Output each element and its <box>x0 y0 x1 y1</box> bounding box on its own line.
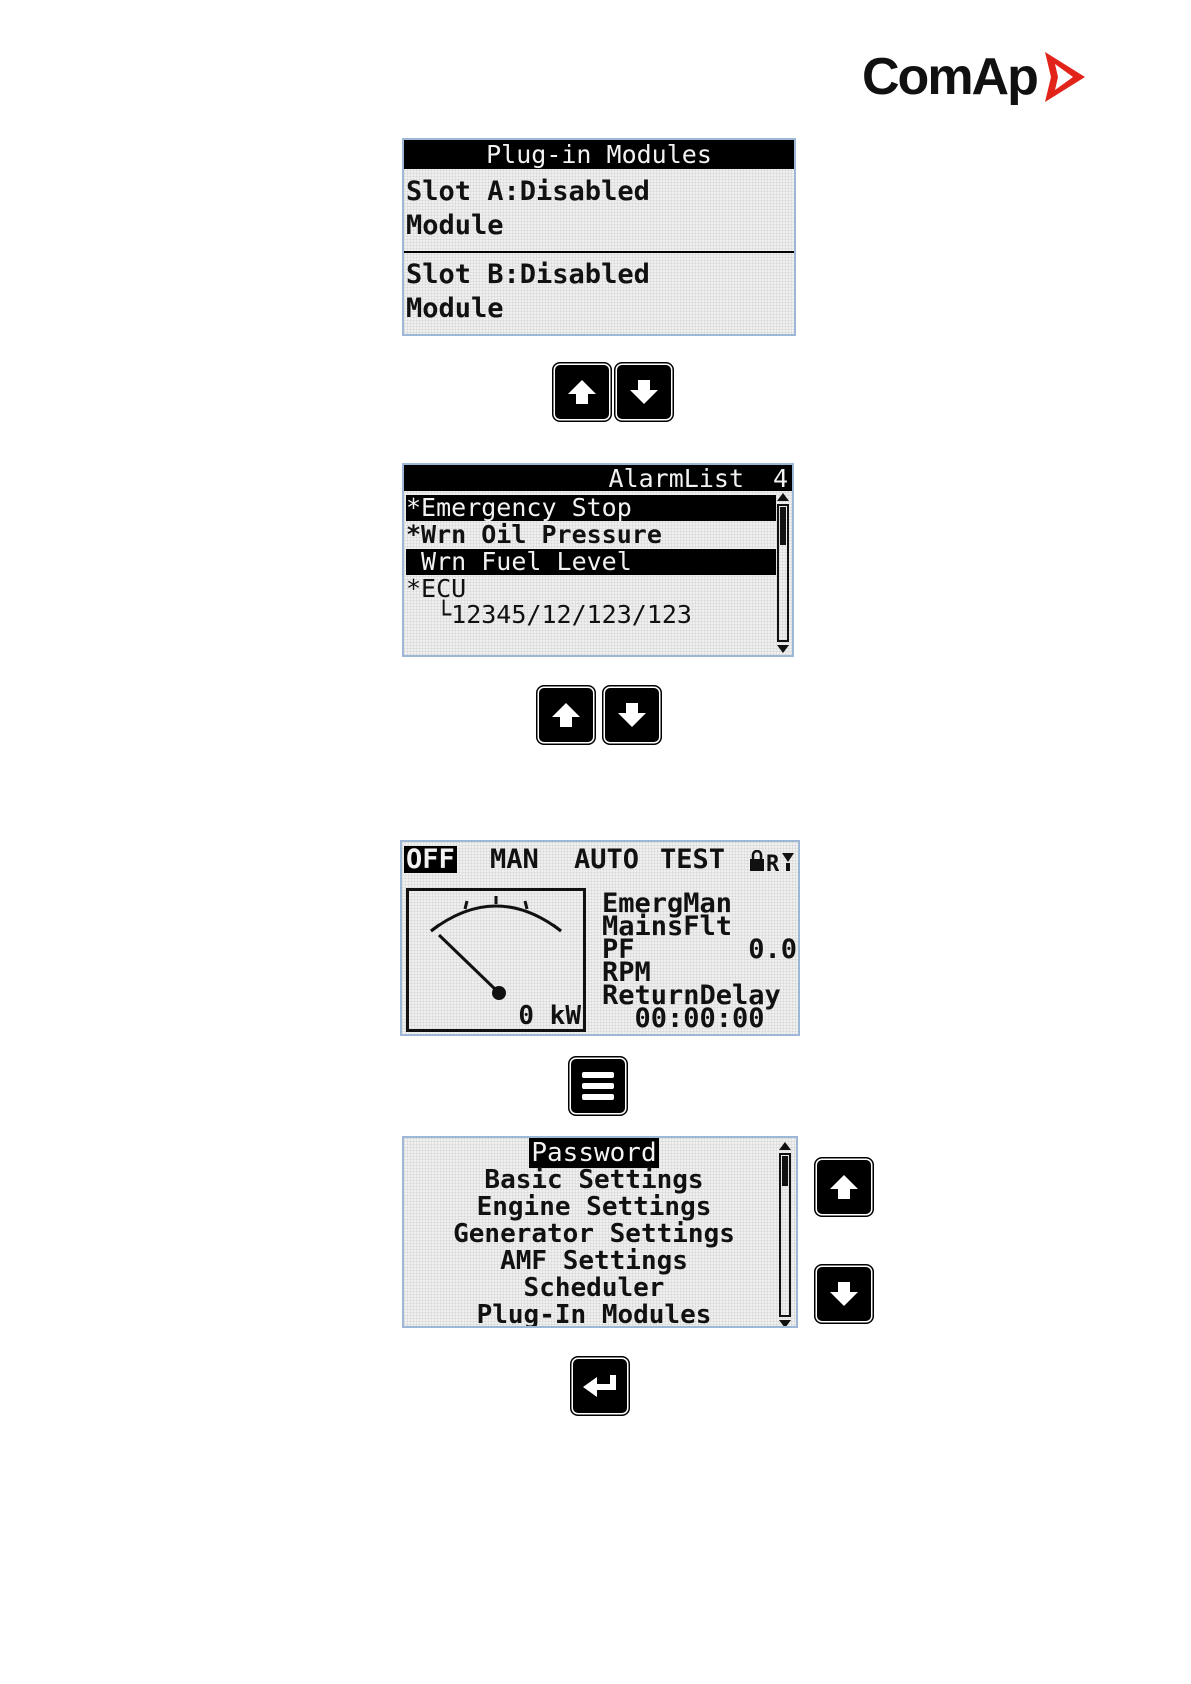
menu-item-generator-settings[interactable]: Generator Settings <box>453 1219 735 1249</box>
alarm-item[interactable]: *ECU <box>406 574 467 603</box>
gauge-value: 0 kW <box>518 1001 581 1031</box>
lock-remote-icon: R <box>750 850 794 874</box>
menu-button[interactable] <box>571 1059 625 1113</box>
down-button[interactable] <box>617 365 671 419</box>
slot-b-module: Module <box>406 293 504 324</box>
up-button[interactable] <box>539 688 593 742</box>
arrow-up-icon <box>830 1175 858 1199</box>
plugin-modules-screen: Plug-in Modules Slot A:Disabled Module S… <box>402 138 796 336</box>
enter-icon <box>583 1375 616 1397</box>
menu-item-engine-settings[interactable]: Engine Settings <box>476 1192 712 1222</box>
up-button[interactable] <box>817 1160 871 1214</box>
status-line: MainsFlt <box>602 911 733 942</box>
slot-a-status: Slot A:Disabled <box>406 176 650 207</box>
divider <box>404 251 794 253</box>
alarm-item[interactable]: *Wrn Oil Pressure <box>406 520 662 549</box>
menu-item-scheduler[interactable]: Scheduler <box>523 1273 665 1303</box>
power-gauge: 0 kW <box>406 888 586 1032</box>
down-button[interactable] <box>605 688 659 742</box>
logo-arrow-icon <box>1044 52 1085 102</box>
menu-item-basic-settings[interactable]: Basic Settings <box>484 1165 704 1195</box>
settings-menu-screen: Password Basic Settings Engine Settings … <box>402 1136 798 1328</box>
arrow-up-icon <box>568 380 596 404</box>
down-button[interactable] <box>817 1267 871 1321</box>
alarm-list-screen: AlarmList 4 *Emergency Stop *Wrn Oil Pre… <box>402 463 794 657</box>
menu-item-amf-settings[interactable]: AMF Settings <box>500 1246 688 1276</box>
comap-logo: ComAp <box>862 42 1102 112</box>
pf-readout: PF 0.00 <box>602 934 800 965</box>
slot-a-module: Module <box>406 210 504 241</box>
up-button[interactable] <box>555 365 609 419</box>
return-delay-label: ReturnDelay <box>602 980 781 1011</box>
logo-text: ComAp <box>862 48 1039 106</box>
slot-b-status: Slot B:Disabled <box>406 259 650 290</box>
enter-button[interactable] <box>573 1359 627 1413</box>
scrollbar[interactable] <box>776 493 790 653</box>
mode-test[interactable]: TEST <box>660 844 726 875</box>
mode-auto[interactable]: AUTO <box>574 844 640 875</box>
menu-icon <box>582 1072 614 1100</box>
mode-off[interactable]: OFF <box>404 844 457 875</box>
menu-item-plug-in-modules[interactable]: Plug-In Modules <box>476 1300 712 1328</box>
arrow-down-icon <box>630 380 658 404</box>
screen-title: AlarmList <box>608 464 744 493</box>
screen-title: Plug-in Modules <box>486 140 712 169</box>
alarm-item-detail: └12345/12/123/123 <box>406 600 692 629</box>
arrow-down-icon <box>618 703 646 727</box>
menu-item-password[interactable]: Password <box>529 1138 659 1168</box>
title-bar <box>404 140 794 169</box>
alarm-item[interactable]: Wrn Fuel Level <box>406 549 776 575</box>
rpm-readout: RPM 0 <box>602 957 800 988</box>
gauge-dial <box>430 896 562 1000</box>
scrollbar[interactable] <box>778 1142 792 1328</box>
svg-text:R: R <box>766 852 780 874</box>
alarm-count: 4 <box>772 464 788 493</box>
alarm-item[interactable]: *Emergency Stop <box>406 495 776 521</box>
return-delay-timer: 00:00:00 <box>602 1003 765 1034</box>
arrow-down-icon <box>830 1282 858 1306</box>
title-bar <box>404 465 792 491</box>
arrow-up-icon <box>552 703 580 727</box>
mode-man[interactable]: MAN <box>490 844 539 875</box>
main-screen: OFF MAN AUTO TEST R 0 kW EmergMan MainsF… <box>400 840 800 1036</box>
status-line: EmergMan <box>602 888 733 919</box>
